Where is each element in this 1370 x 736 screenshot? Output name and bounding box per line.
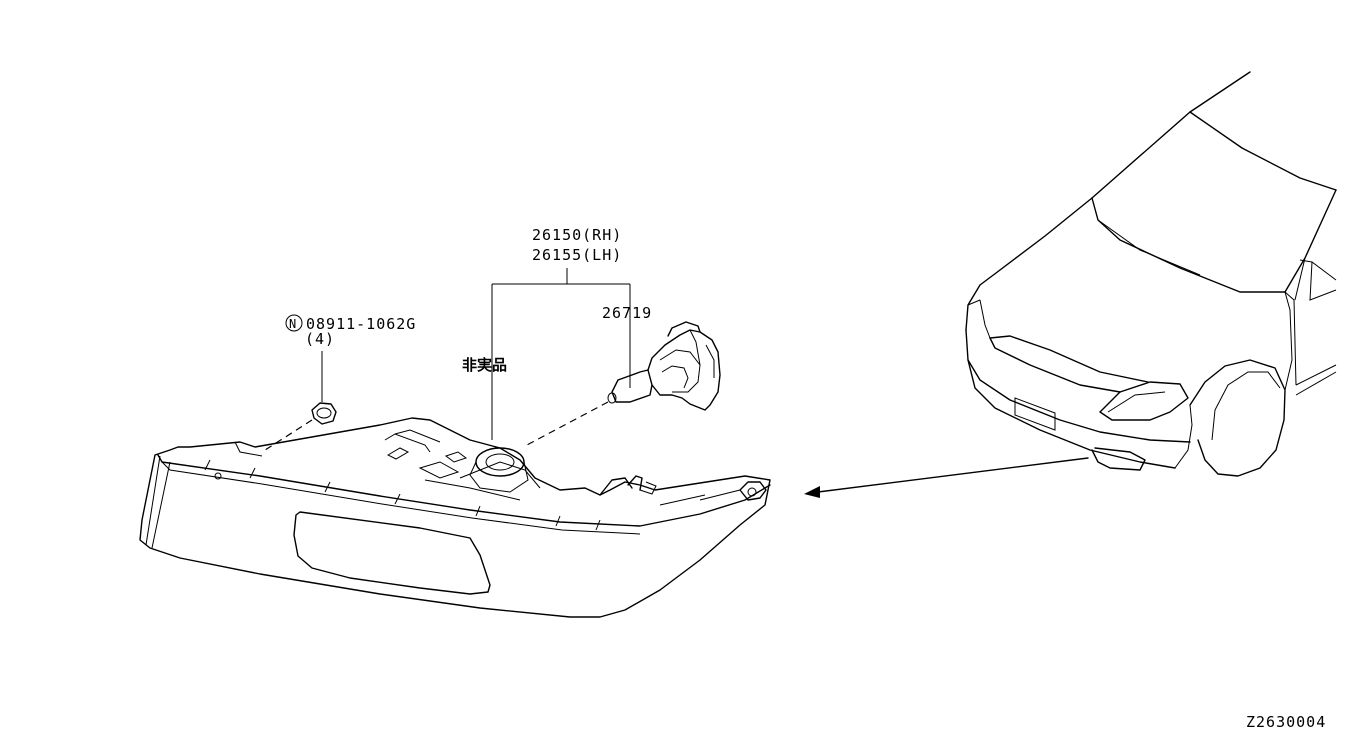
location-arrow: [804, 457, 1089, 498]
nut-callout: N 08911-1062G (4): [285, 314, 416, 348]
label-part-bulb: 26719: [602, 304, 652, 322]
headlamp-assembly: [139, 417, 771, 618]
nut-dashed-line: [261, 419, 313, 453]
label-nut-qty: (4): [305, 330, 335, 348]
label-part-lh: 26155(LH): [532, 246, 622, 264]
figure-id: Z2630004: [1246, 713, 1326, 731]
circle-n-icon: [285, 314, 303, 332]
label-nut-symbol: N: [289, 317, 296, 331]
label-not-sold: 非実品: [462, 356, 507, 374]
label-part-rh: 26150(RH): [532, 226, 622, 244]
vehicle-outline: [965, 71, 1337, 477]
bulb-dashed-line: [524, 401, 609, 447]
assembly-leader-bracket: [491, 268, 631, 440]
nut-icon: [311, 402, 337, 425]
bulb-icon: [607, 321, 721, 411]
label-nut-part: 08911-1062G: [306, 315, 416, 333]
